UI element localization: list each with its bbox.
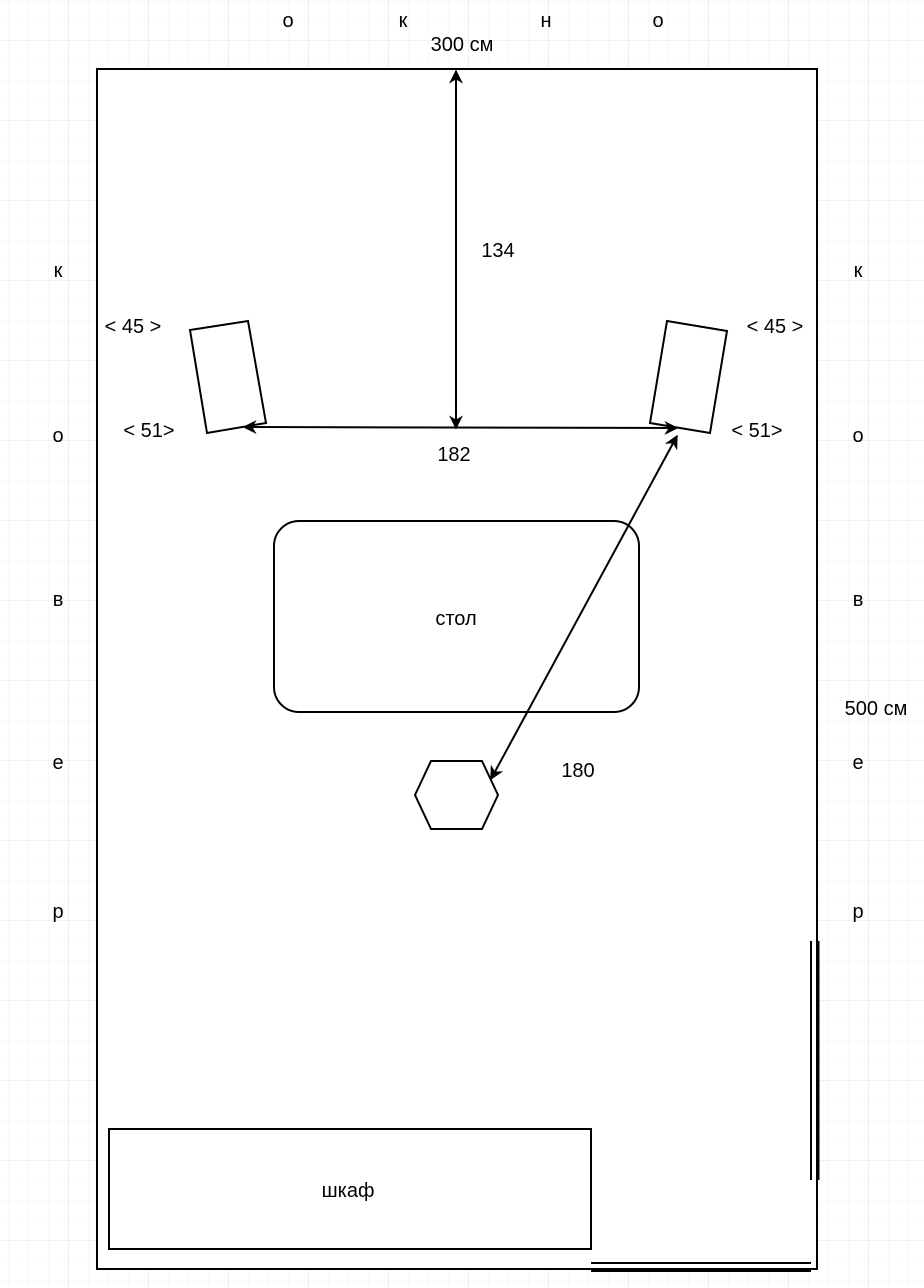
carpet-letter: р [852, 901, 863, 923]
carpet-letter: к [854, 260, 863, 282]
wardrobe[interactable] [108, 1128, 592, 1250]
carpet-letter: о [52, 425, 63, 447]
carpet-letter: е [852, 752, 863, 774]
left-speaker-angle-top: < 45 > [105, 316, 162, 338]
right-speaker-angle-top: < 45 > [747, 316, 804, 338]
arrow-listener-distance[interactable] [490, 434, 678, 781]
room-height-label: 500 см [845, 698, 908, 720]
carpet-letter: е [52, 752, 63, 774]
right-speaker-angle-bottom: < 51> [731, 420, 782, 442]
arrow-speaker-spacing[interactable] [242, 420, 679, 435]
window-label: о к н о [282, 10, 663, 32]
left-speaker-angle-bottom: < 51> [123, 420, 174, 442]
carpet-letter: в [853, 589, 864, 611]
window-letter: о [652, 10, 663, 32]
listener-distance-label: 180 [561, 760, 594, 782]
carpet-right-label: к о в е р [852, 260, 863, 923]
door-bottom[interactable] [591, 1262, 811, 1272]
carpet-letter: р [52, 901, 63, 923]
wardrobe-label: шкаф [322, 1180, 375, 1202]
right-speaker[interactable] [648, 319, 729, 435]
carpet-left-label: к о в е р [52, 260, 63, 923]
window-letter: о [282, 10, 293, 32]
window-letter: н [540, 10, 551, 32]
carpet-letter: к [54, 260, 63, 282]
speaker-spacing-label: 182 [437, 444, 470, 466]
back-distance-label: 134 [481, 240, 514, 262]
carpet-letter: в [53, 589, 64, 611]
carpet-letter: о [852, 425, 863, 447]
door-right[interactable] [810, 941, 820, 1180]
listener-position[interactable] [413, 760, 500, 830]
table-label: стол [435, 608, 476, 630]
room-width-label: 300 см [431, 34, 494, 56]
window-letter: к [399, 10, 408, 32]
